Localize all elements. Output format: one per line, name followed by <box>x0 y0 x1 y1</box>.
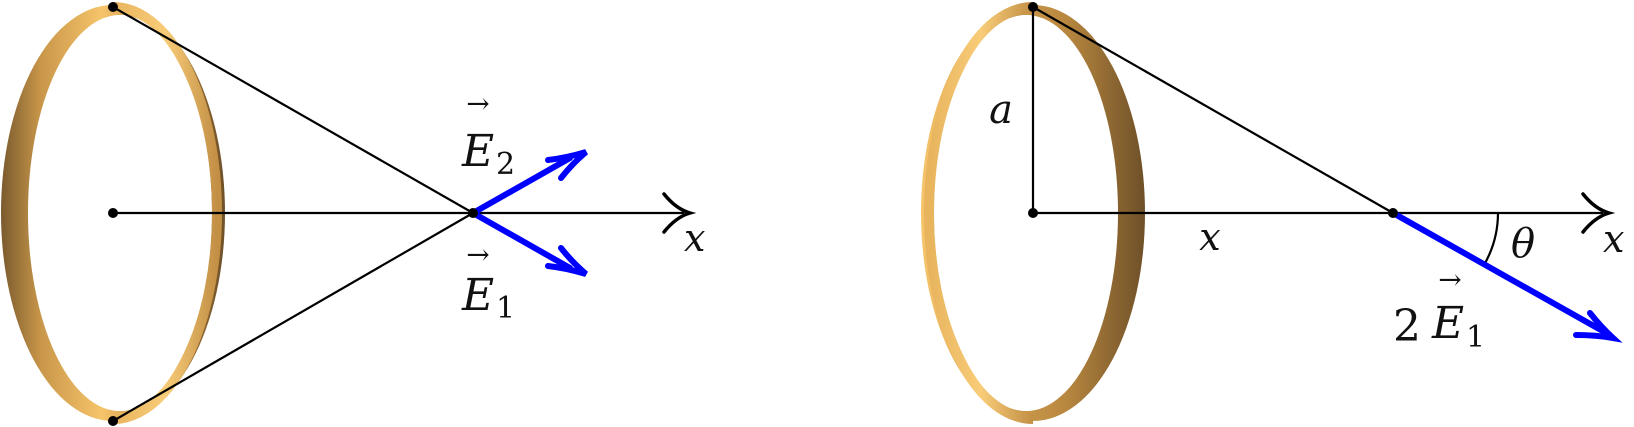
left-ring-bottom-point <box>108 416 118 426</box>
svg-text:→: → <box>1438 263 1461 296</box>
left-axis-label: x <box>684 216 705 260</box>
label-e2-letter: E <box>461 126 494 177</box>
radius-label: a <box>989 87 1013 133</box>
right-line-top <box>1032 6 1394 214</box>
label-e2: → E 2 <box>461 87 515 182</box>
distance-label: x <box>1199 215 1220 259</box>
label-e1-letter: E <box>461 270 494 321</box>
angle-label: θ <box>1511 221 1535 267</box>
left-panel: → E 2 → E 1 x <box>1 2 705 426</box>
left-vector-e1 <box>470 210 588 277</box>
left-field-point <box>468 208 478 218</box>
label-2e1-coefficient: 2 <box>1393 301 1421 352</box>
label-e2-subscript: 2 <box>496 147 515 182</box>
label-e1: → E 1 <box>461 238 515 326</box>
left-ring-top-point <box>108 2 118 12</box>
right-panel: a x θ x 2 → E 1 <box>921 2 1624 424</box>
left-line-bottom <box>112 212 474 422</box>
left-ring-center-point <box>108 208 118 218</box>
label-2e1: 2 → E 1 <box>1393 263 1485 355</box>
right-ring-center-point <box>1028 208 1038 218</box>
right-field-point <box>1388 208 1398 218</box>
left-vector-e2 <box>470 149 588 216</box>
svg-text:→: → <box>466 238 489 271</box>
right-x-axis-arrowhead <box>1581 192 1616 234</box>
left-line-top <box>112 6 474 214</box>
left-x-axis-arrowhead <box>662 192 697 234</box>
svg-text:→: → <box>466 87 489 120</box>
right-ring-top-point <box>1028 2 1038 12</box>
angle-arc <box>1483 212 1500 266</box>
label-2e1-subscript: 1 <box>1466 320 1485 355</box>
label-2e1-letter: E <box>1431 298 1464 349</box>
right-axis-label: x <box>1603 217 1624 261</box>
right-vector-2e1 <box>1390 210 1623 343</box>
label-e1-subscript: 1 <box>496 291 515 326</box>
